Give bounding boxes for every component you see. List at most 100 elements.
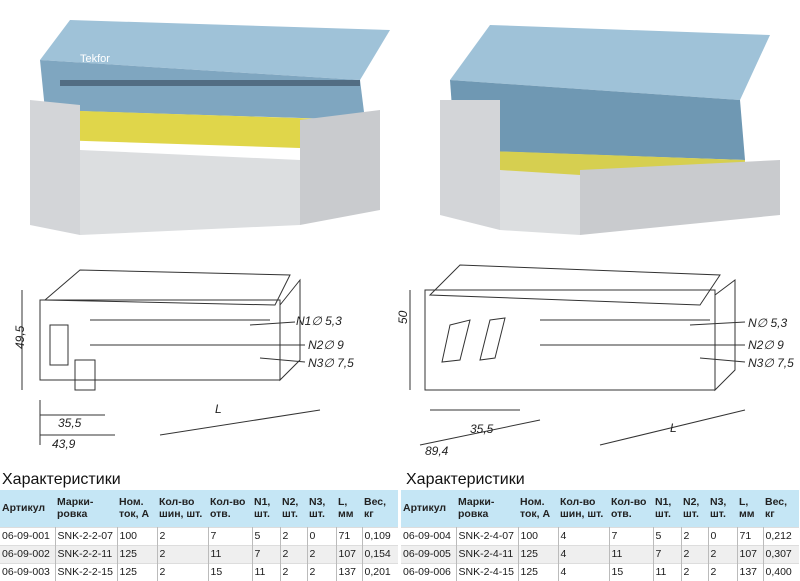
dim-base-right: 35,5 xyxy=(470,422,494,436)
table-cell: 100 xyxy=(518,526,559,545)
table-cell: 2 xyxy=(280,544,308,563)
product-photo-2-bus xyxy=(30,20,390,235)
hole-n3-left: N3∅ 7,5 xyxy=(308,356,354,370)
column-header: Марки-ровка xyxy=(456,490,518,527)
product-photos: Tekfor xyxy=(30,20,780,235)
column-header: Кол-во отв. xyxy=(609,490,653,527)
table-title-right: Характеристики xyxy=(406,471,525,488)
table-cell: 2 xyxy=(307,544,337,563)
table-cell: 11 xyxy=(252,562,281,581)
drawing-left xyxy=(21,269,321,445)
column-header: Кол-во отв. xyxy=(208,490,252,527)
table-cell: 137 xyxy=(737,562,764,581)
table-cell: 125 xyxy=(518,562,559,581)
table-cell: 0,307 xyxy=(763,544,799,563)
column-header: Ном. ток, А xyxy=(117,490,157,527)
table-cell: 2 xyxy=(280,526,308,545)
column-header: N2, шт. xyxy=(681,490,708,527)
table-cell: 7 xyxy=(208,526,253,545)
table-cell: 125 xyxy=(518,544,559,563)
table-cell: 107 xyxy=(737,544,764,563)
column-header: N1, шт. xyxy=(653,490,681,527)
table-cell: 15 xyxy=(208,562,253,581)
table-cell: 2 xyxy=(681,562,709,581)
table-cell: 5 xyxy=(252,526,281,545)
dim-depth-left: 43,9 xyxy=(52,437,76,451)
column-header: N3, шт. xyxy=(708,490,737,527)
table-cell: 71 xyxy=(336,526,363,545)
table-cell: 0,212 xyxy=(763,526,799,545)
table-cell: 5 xyxy=(653,526,682,545)
table-cell: 4 xyxy=(558,526,610,545)
technical-drawings: 49,5 35,5 43,9 L N1∅ 5,3 N2∅ 9 N3∅ 7,5 5… xyxy=(13,264,794,458)
table-cell: 2 xyxy=(307,562,337,581)
table-cell: SNK-2-2-11 xyxy=(55,544,118,563)
table-cell: 11 xyxy=(208,544,253,563)
table-cell: 06-09-002 xyxy=(0,544,56,563)
table-cell: 2 xyxy=(708,562,738,581)
drawing-right xyxy=(409,264,746,446)
table-cell: 0,400 xyxy=(763,562,799,581)
dim-base-left: 35,5 xyxy=(58,416,82,430)
hole-n3-right: N3∅ 7,5 xyxy=(748,356,794,370)
hole-n2-left: N2∅ 9 xyxy=(308,338,344,352)
table-cell: 125 xyxy=(117,562,158,581)
table-cell: 137 xyxy=(336,562,363,581)
table-cell: SNK-2-2-15 xyxy=(55,562,118,581)
table-cell: 11 xyxy=(653,562,682,581)
table-cell: 0 xyxy=(307,526,337,545)
product-photo-4-bus xyxy=(440,25,780,235)
table-cell: 2 xyxy=(157,526,209,545)
table-cell: 06-09-005 xyxy=(401,544,457,563)
table-cell: 0,109 xyxy=(362,526,398,545)
column-header: N1, шт. xyxy=(252,490,280,527)
table-cell: 06-09-006 xyxy=(401,562,457,581)
hole-n1-left: N1∅ 5,3 xyxy=(296,314,342,328)
table-cell: 71 xyxy=(737,526,764,545)
column-header: Кол-во шин, шт. xyxy=(157,490,208,527)
table-cell: 15 xyxy=(609,562,654,581)
dim-length-left: L xyxy=(215,402,222,416)
column-header: Вес, кг xyxy=(763,490,799,527)
table-cell: 125 xyxy=(117,544,158,563)
column-header: N3, шт. xyxy=(307,490,336,527)
table-cell: 11 xyxy=(609,544,654,563)
table-cell: 0,201 xyxy=(362,562,398,581)
table-cell: 4 xyxy=(558,544,610,563)
column-header: Вес, кг xyxy=(362,490,398,527)
table-cell: 2 xyxy=(681,544,709,563)
table-cell: 2 xyxy=(157,562,209,581)
table-title-left: Характеристики xyxy=(2,471,121,488)
table-cell: 2 xyxy=(681,526,709,545)
table-cell: 0,154 xyxy=(362,544,398,563)
table-cell: 4 xyxy=(558,562,610,581)
dim-height-right: 50 xyxy=(396,310,410,324)
column-header: L, мм xyxy=(336,490,362,527)
table-cell: 06-09-003 xyxy=(0,562,56,581)
column-header: Артикул xyxy=(0,490,55,527)
table-cell: 107 xyxy=(336,544,363,563)
dim-length-right: L xyxy=(670,421,677,435)
table-cell: 100 xyxy=(117,526,158,545)
table-cell: SNK-2-4-11 xyxy=(456,544,519,563)
table-cell: 2 xyxy=(157,544,209,563)
table-cell: 0 xyxy=(708,526,738,545)
table-cell: 06-09-004 xyxy=(401,526,457,545)
column-header: N2, шт. xyxy=(280,490,307,527)
column-header: L, мм xyxy=(737,490,763,527)
hole-n1-right: N∅ 5,3 xyxy=(748,316,787,330)
dim-height-left: 49,5 xyxy=(13,325,27,349)
table-cell: 7 xyxy=(653,544,682,563)
dim-depth-right: 89,4 xyxy=(425,444,449,458)
table-cell: 7 xyxy=(252,544,281,563)
brand-logo: Tekfor xyxy=(80,53,110,65)
